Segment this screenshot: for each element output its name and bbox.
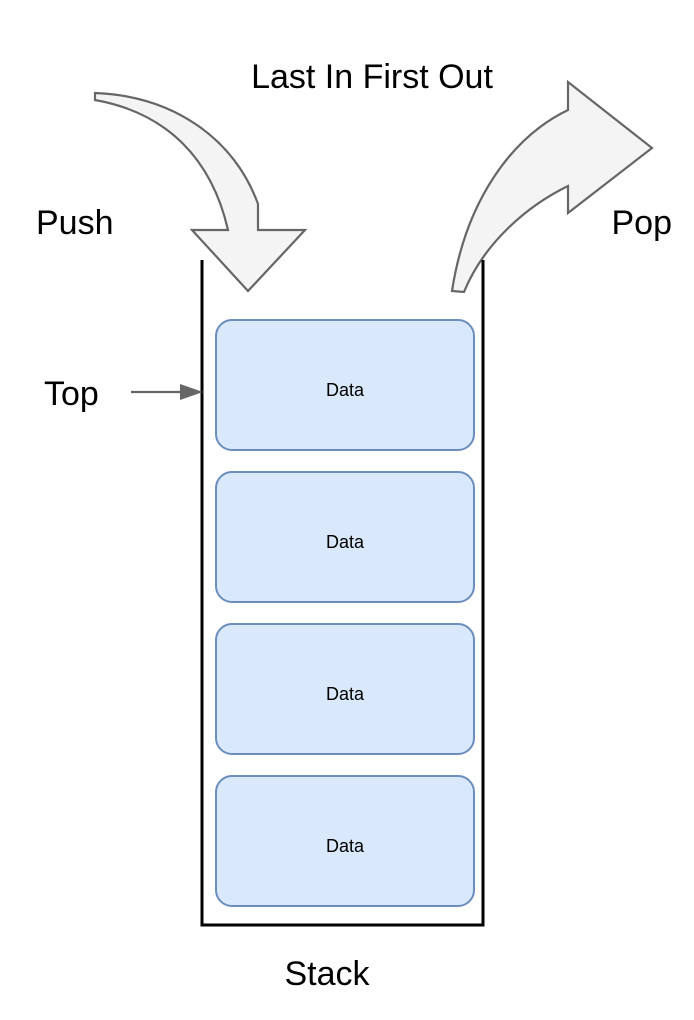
stack-cell-2: Data: [215, 471, 475, 603]
pop-label: Pop: [612, 204, 673, 242]
top-label: Top: [44, 375, 99, 413]
stack-cell-3: Data: [215, 623, 475, 755]
stack-cell-label: Data: [326, 836, 365, 856]
stack-frame: [200, 260, 485, 927]
top-pointer-arrow-icon: [131, 384, 203, 400]
diagram-title: Last In First Out: [251, 58, 493, 96]
stack-cell-rect: [215, 623, 475, 755]
stack-cell-label: Data: [326, 684, 365, 704]
stack-cell-4: Data: [215, 775, 475, 907]
stack-cell-rect: [215, 319, 475, 451]
push-label: Push: [36, 204, 114, 242]
stack-cell-rect: [215, 471, 475, 603]
stack-cell-1: Data: [215, 319, 475, 451]
stack-cell-label: Data: [326, 532, 365, 552]
stack-caption: Stack: [284, 955, 370, 993]
stack-cell-rect: [215, 775, 475, 907]
pop-arrow-icon: [450, 79, 654, 294]
stack-cell-label: Data: [326, 380, 365, 400]
push-arrow-icon: [93, 91, 308, 293]
